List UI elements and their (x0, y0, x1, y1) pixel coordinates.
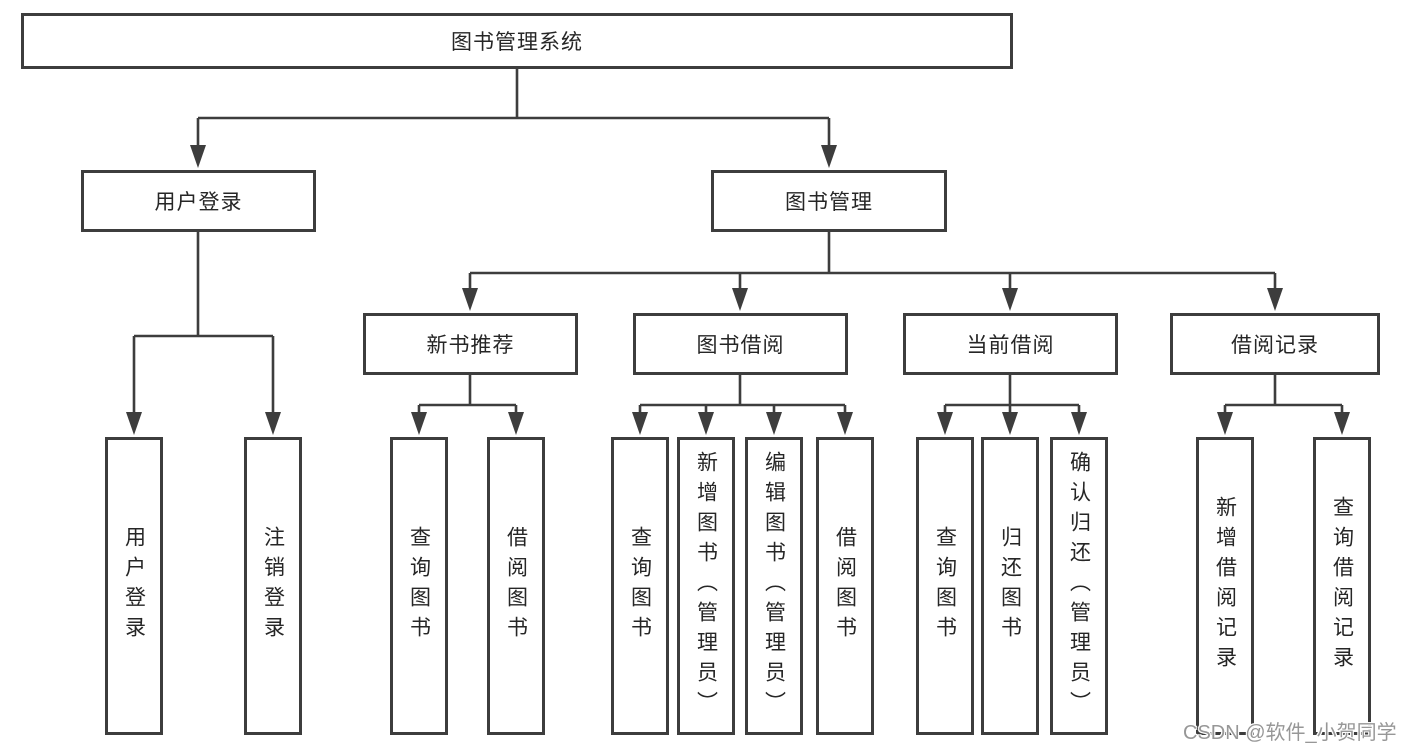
arrowhead (1267, 288, 1283, 311)
node-user-login-label: 用户登录 (154, 191, 243, 214)
arrowhead (837, 412, 853, 435)
leaf-cb-query-books-label: 查询图书 (933, 526, 957, 646)
node-root: 图书管理系统 (21, 13, 1013, 69)
leaf-bb-edit-books-admin-label: 编辑图书（管理员） (762, 451, 786, 721)
leaf-bb-query-books-label: 查询图书 (628, 526, 652, 646)
arrowhead (126, 412, 142, 435)
node-borrowing-records: 借阅记录 (1170, 313, 1380, 375)
leaf-nb-borrow-books-label: 借阅图书 (504, 526, 528, 646)
leaf-logout-label: 注销登录 (261, 526, 285, 646)
connector-newbooks-to-leaves (417, 375, 518, 419)
node-book-management: 图书管理 (711, 170, 947, 232)
leaf-nb-query-books: 查询图书 (390, 437, 448, 735)
node-current-borrowing-label: 当前借阅 (966, 334, 1055, 357)
leaf-nb-query-books-label: 查询图书 (407, 526, 431, 646)
leaf-bb-add-books-admin-label: 新增图书（管理员） (694, 451, 718, 721)
arrowhead (1002, 412, 1018, 435)
node-current-borrowing: 当前借阅 (903, 313, 1118, 375)
node-book-management-label: 图书管理 (785, 191, 873, 214)
arrowhead (1071, 412, 1087, 435)
arrowhead (937, 412, 953, 435)
leaf-user-login-label: 用户登录 (122, 526, 146, 646)
connector-root-to-level2 (196, 69, 831, 150)
leaf-br-add-record-label: 新增借阅记录 (1213, 496, 1237, 676)
arrowhead (821, 145, 837, 168)
arrowhead (698, 412, 714, 435)
leaf-br-query-record: 查询借阅记录 (1313, 437, 1371, 735)
leaf-cb-confirm-return-admin: 确认归还（管理员） (1050, 437, 1108, 735)
leaf-bb-borrow-books: 借阅图书 (816, 437, 874, 735)
node-new-book-recommend: 新书推荐 (363, 313, 578, 375)
arrowhead (411, 412, 427, 435)
connector-records-to-leaves (1223, 375, 1344, 419)
node-user-login: 用户登录 (81, 170, 316, 232)
connector-bookborrow-to-leaves (638, 375, 847, 419)
leaf-logout: 注销登录 (244, 437, 302, 735)
leaf-bb-query-books: 查询图书 (611, 437, 669, 735)
node-borrowing-records-label: 借阅记录 (1231, 334, 1319, 357)
connector-currentborrow-to-leaves (943, 375, 1081, 419)
arrowhead (632, 412, 648, 435)
node-root-label: 图书管理系统 (451, 31, 583, 54)
node-new-book-recommend-label: 新书推荐 (426, 334, 515, 357)
leaf-cb-confirm-return-admin-label: 确认归还（管理员） (1067, 451, 1091, 721)
leaf-br-query-record-label: 查询借阅记录 (1330, 496, 1354, 676)
leaf-bb-add-books-admin: 新增图书（管理员） (677, 437, 735, 735)
leaf-br-add-record: 新增借阅记录 (1196, 437, 1254, 735)
arrowhead (265, 412, 281, 435)
leaf-cb-query-books: 查询图书 (916, 437, 974, 735)
watermark: CSDN @软件_小贺同学 (1183, 722, 1397, 744)
leaf-cb-return-books-label: 归还图书 (998, 526, 1022, 646)
leaf-user-login: 用户登录 (105, 437, 163, 735)
arrowhead (462, 288, 478, 311)
arrowhead (766, 412, 782, 435)
arrowhead (1002, 288, 1018, 311)
leaf-cb-return-books: 归还图书 (981, 437, 1039, 735)
connector-bookmgmt-to-level3 (468, 232, 1277, 293)
arrowhead (1334, 412, 1350, 435)
arrowhead (732, 288, 748, 311)
node-book-borrowing: 图书借阅 (633, 313, 848, 375)
arrowhead (1217, 412, 1233, 435)
connector-userlogin-to-leaves (132, 232, 275, 419)
leaf-nb-borrow-books: 借阅图书 (487, 437, 545, 735)
leaf-bb-borrow-books-label: 借阅图书 (833, 526, 857, 646)
arrowhead (508, 412, 524, 435)
leaf-bb-edit-books-admin: 编辑图书（管理员） (745, 437, 803, 735)
arrowhead (190, 145, 206, 168)
node-book-borrowing-label: 图书借阅 (696, 334, 785, 357)
